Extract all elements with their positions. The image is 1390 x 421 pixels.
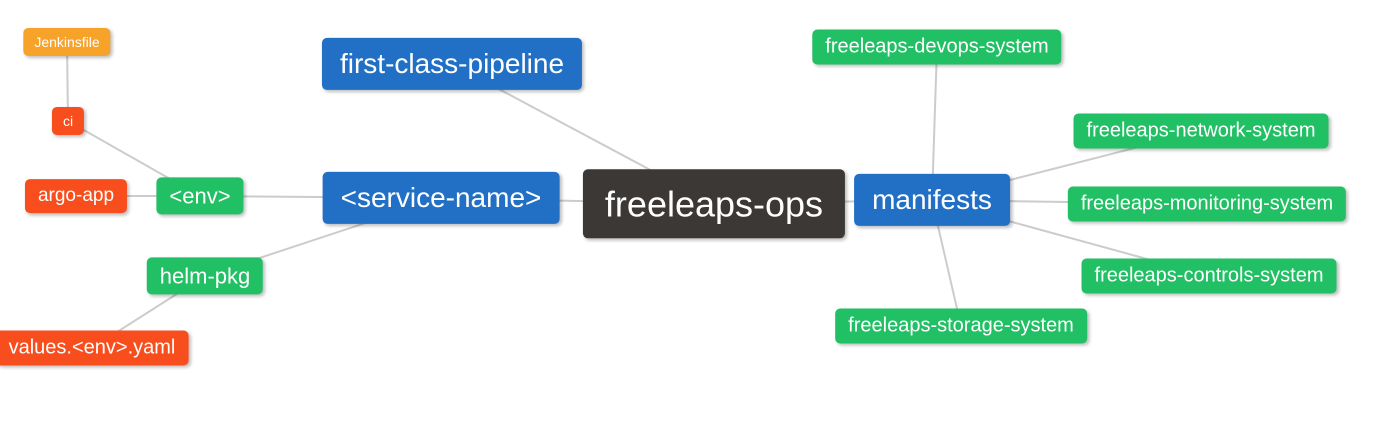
node-label: Jenkinsfile (34, 33, 100, 50)
node-label: freeleaps-monitoring-system (1080, 192, 1334, 215)
node-label: freeleaps-controls-system (1094, 264, 1324, 287)
node-label: freeleaps-network-system (1086, 119, 1316, 142)
node-freeleaps-network-system[interactable]: freeleaps-network-system (1073, 113, 1329, 149)
node-freeleaps-ops[interactable]: freeleaps-ops (582, 169, 846, 239)
node-label: ci (62, 112, 74, 129)
node-label: manifests (872, 183, 992, 215)
node-label: values.<env>.yaml (8, 336, 176, 359)
node-label: argo-app (37, 185, 115, 207)
node-env[interactable]: <env> (156, 177, 244, 215)
node-manifests[interactable]: manifests (854, 173, 1010, 227)
node-label: <env> (169, 183, 231, 209)
node-freeleaps-monitoring-system[interactable]: freeleaps-monitoring-system (1067, 186, 1347, 222)
node-label: freeleaps-storage-system (848, 314, 1074, 337)
node-jenkinsfile[interactable]: Jenkinsfile (23, 27, 111, 57)
node-freeleaps-devops-system[interactable]: freeleaps-devops-system (812, 29, 1062, 65)
node-first-class-pipeline[interactable]: first-class-pipeline (321, 37, 583, 91)
node-argo-app[interactable]: argo-app (24, 179, 128, 213)
node-freeleaps-storage-system[interactable]: freeleaps-storage-system (835, 308, 1087, 344)
node-label: <service-name> (340, 181, 542, 213)
node-values-env-yaml[interactable]: values.<env>.yaml (0, 330, 189, 366)
node-label: helm-pkg (159, 263, 251, 289)
node-service-name[interactable]: <service-name> (322, 171, 560, 225)
node-label: freeleaps-ops (604, 183, 824, 225)
node-label: first-class-pipeline (339, 47, 565, 79)
node-ci[interactable]: ci (51, 106, 85, 136)
node-helm-pkg[interactable]: helm-pkg (146, 257, 264, 295)
node-label: freeleaps-devops-system (825, 35, 1049, 58)
node-freeleaps-controls-system[interactable]: freeleaps-controls-system (1081, 258, 1337, 294)
